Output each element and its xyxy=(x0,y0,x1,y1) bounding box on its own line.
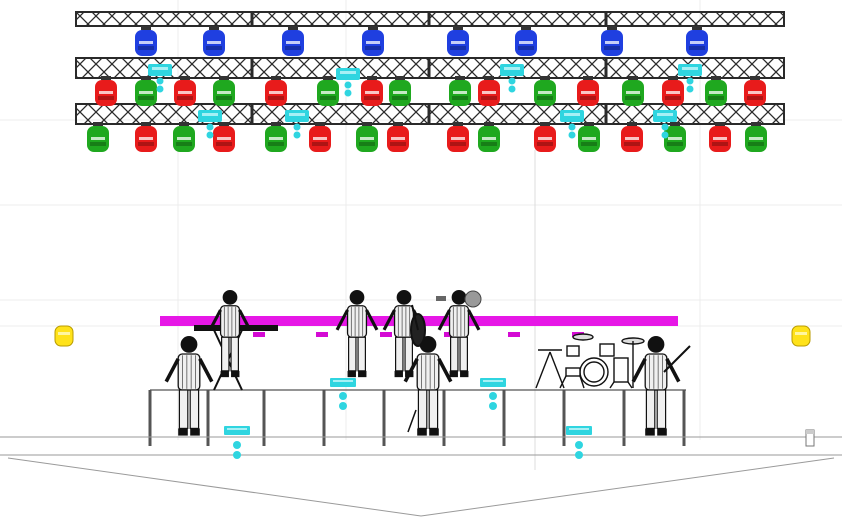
red-wash-fixture[interactable] xyxy=(577,76,599,106)
green-wash-fixture[interactable] xyxy=(87,122,109,152)
cyan-beam-fixture[interactable] xyxy=(678,64,702,93)
side-light-left[interactable] xyxy=(54,325,74,347)
red-wash-fixture[interactable] xyxy=(534,122,556,152)
green-wash-fixture[interactable] xyxy=(622,76,644,106)
drum-kit[interactable] xyxy=(535,333,645,389)
red-wash-fixture[interactable] xyxy=(265,76,287,106)
red-wash-fixture[interactable] xyxy=(478,76,500,106)
mic-stand[interactable] xyxy=(407,409,417,433)
performer-vocal-left[interactable] xyxy=(335,290,379,378)
stage-floor xyxy=(0,436,842,517)
red-wash-fixture[interactable] xyxy=(447,122,469,152)
cyan-beam-fixture[interactable] xyxy=(285,110,309,139)
cyan-beam-fixture[interactable] xyxy=(148,64,172,93)
blue-spot-fixture[interactable] xyxy=(601,26,623,56)
green-wash-fixture[interactable] xyxy=(449,76,471,106)
performer-vocal-right[interactable] xyxy=(437,290,481,378)
performer-vocal-center[interactable] xyxy=(382,290,426,378)
red-wash-fixture[interactable] xyxy=(621,122,643,152)
monitor-wedge-1[interactable] xyxy=(224,426,250,459)
monitor-wedge-3[interactable] xyxy=(480,378,506,410)
green-wash-fixture[interactable] xyxy=(745,122,767,152)
truss-row-3[interactable] xyxy=(75,103,785,125)
truss-row-1[interactable] xyxy=(75,11,785,27)
side-light-right[interactable] xyxy=(791,325,811,347)
green-wash-fixture[interactable] xyxy=(213,76,235,106)
red-wash-fixture[interactable] xyxy=(95,76,117,106)
green-wash-fixture[interactable] xyxy=(664,122,686,152)
green-wash-fixture[interactable] xyxy=(135,76,157,106)
performer-guitar-right[interactable] xyxy=(631,336,681,436)
blue-spot-fixture[interactable] xyxy=(515,26,537,56)
lighting-fixtures[interactable] xyxy=(87,26,767,152)
cyan-beam-fixture[interactable] xyxy=(560,110,584,139)
gong[interactable] xyxy=(436,290,482,308)
red-wash-fixture[interactable] xyxy=(662,76,684,106)
monitor-wedge-2[interactable] xyxy=(330,378,356,410)
red-wash-fixture[interactable] xyxy=(744,76,766,106)
green-wash-fixture[interactable] xyxy=(317,76,339,106)
performer-keyboardist[interactable] xyxy=(208,290,252,378)
blue-spot-fixture[interactable] xyxy=(203,26,225,56)
performer-bassist[interactable] xyxy=(403,336,453,436)
upright-bass[interactable] xyxy=(410,304,426,347)
blue-spot-fixture[interactable] xyxy=(362,26,384,56)
red-wash-fixture[interactable] xyxy=(135,122,157,152)
cyan-beam-fixture[interactable] xyxy=(653,110,677,139)
green-wash-fixture[interactable] xyxy=(173,122,195,152)
red-wash-fixture[interactable] xyxy=(174,76,196,106)
red-wash-fixture[interactable] xyxy=(213,122,235,152)
red-wash-fixture[interactable] xyxy=(309,122,331,152)
truss-row-2[interactable] xyxy=(75,57,785,79)
green-wash-fixture[interactable] xyxy=(356,122,378,152)
green-wash-fixture[interactable] xyxy=(389,76,411,106)
green-wash-fixture[interactable] xyxy=(265,122,287,152)
blue-spot-fixture[interactable] xyxy=(686,26,708,56)
cyan-beam-fixture[interactable] xyxy=(500,64,524,93)
performer-guitar-left[interactable] xyxy=(164,336,214,436)
blue-spot-fixture[interactable] xyxy=(282,26,304,56)
red-wash-fixture[interactable] xyxy=(361,76,383,106)
performers[interactable] xyxy=(164,290,681,436)
blue-spot-fixture[interactable] xyxy=(135,26,157,56)
green-wash-fixture[interactable] xyxy=(705,76,727,106)
green-wash-fixture[interactable] xyxy=(578,122,600,152)
blue-spot-fixture[interactable] xyxy=(447,26,469,56)
cyan-beam-fixture[interactable] xyxy=(198,110,222,139)
red-wash-fixture[interactable] xyxy=(387,122,409,152)
bass-guitar[interactable] xyxy=(663,345,691,373)
green-wash-fixture[interactable] xyxy=(478,122,500,152)
monitor-wedge-4[interactable] xyxy=(566,426,592,459)
green-wash-fixture[interactable] xyxy=(534,76,556,106)
cyan-beam-fixture[interactable] xyxy=(336,68,360,97)
stage-right-marker[interactable] xyxy=(805,429,815,447)
red-wash-fixture[interactable] xyxy=(709,122,731,152)
